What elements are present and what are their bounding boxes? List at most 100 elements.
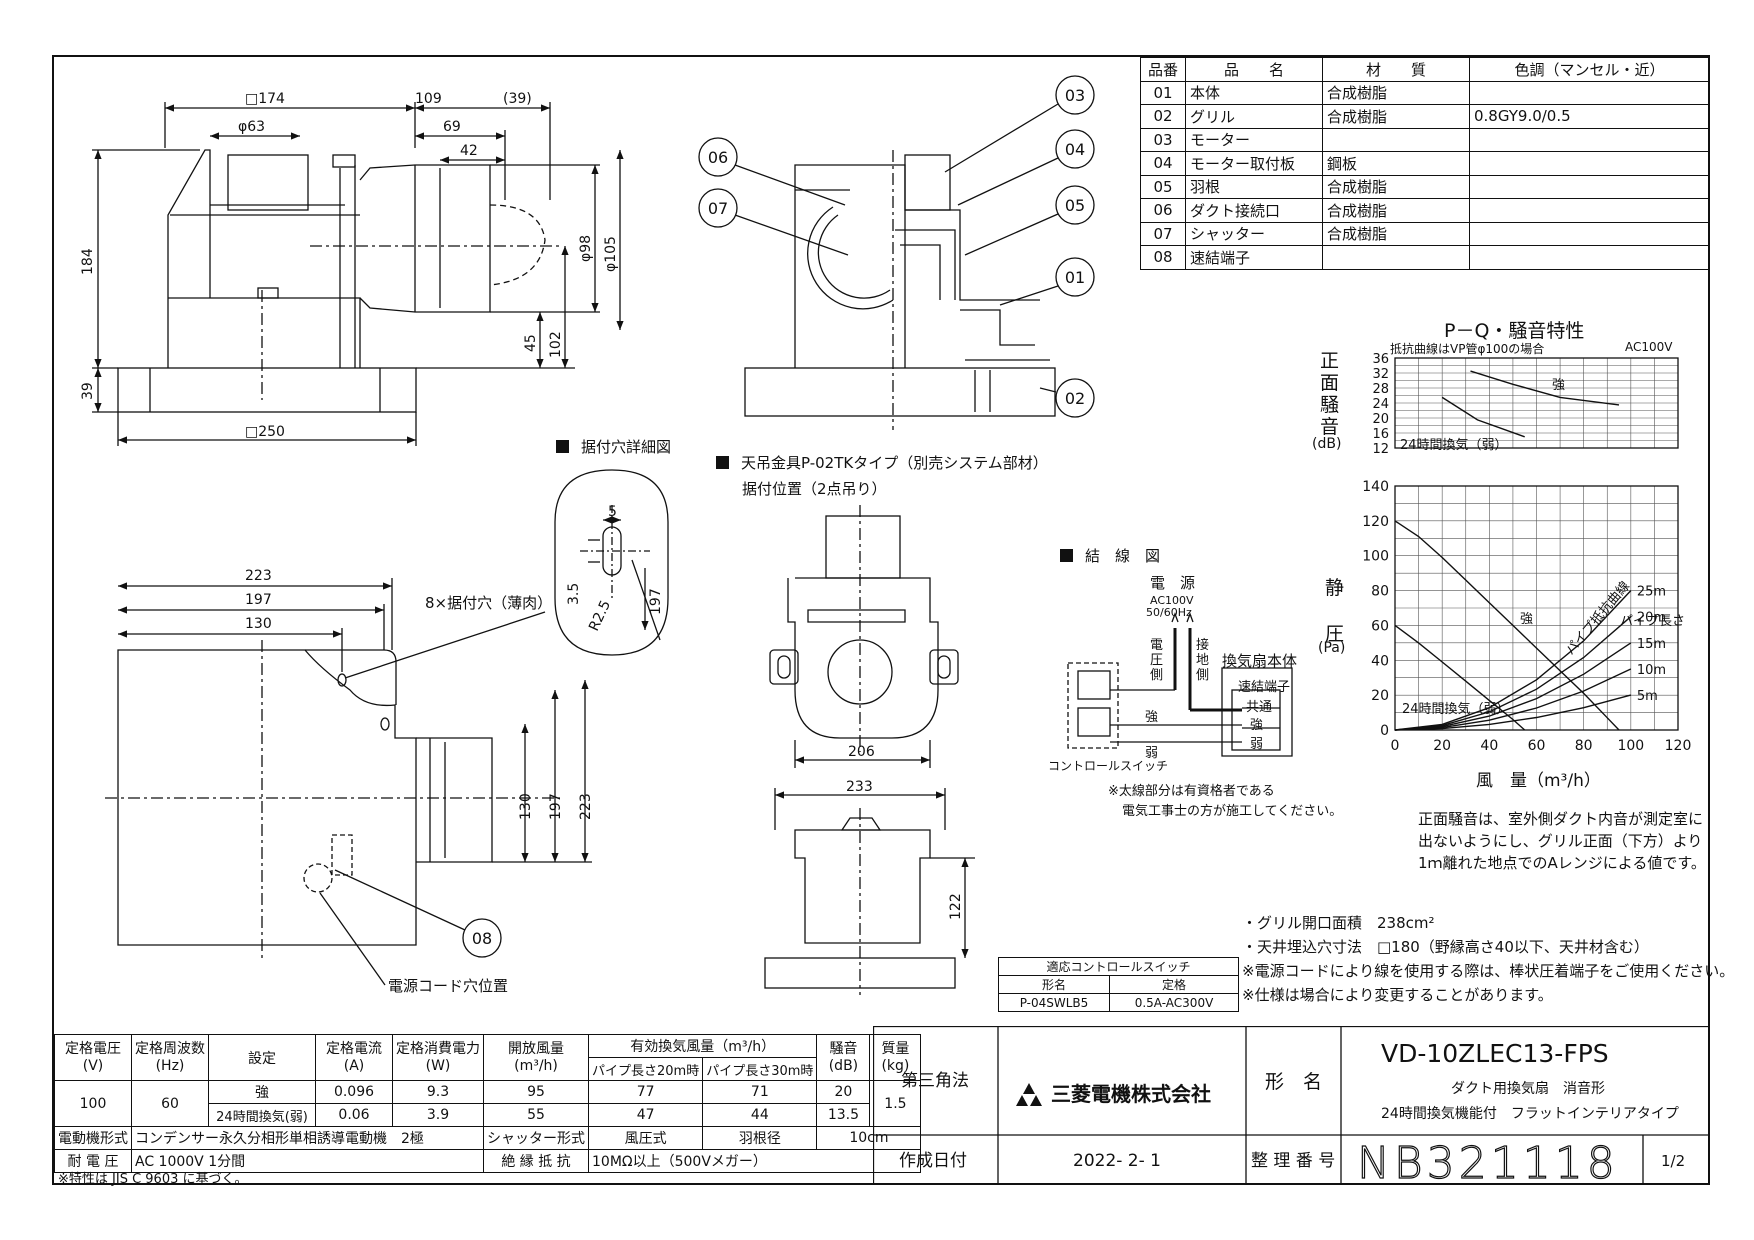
date-label: 作成日付 (899, 1151, 967, 1171)
spec-header: パイプ長さ20m時 (587, 1057, 704, 1081)
spec-open: 95 (483, 1080, 589, 1104)
model-desc: ダクト用換気扇 消音形 (1451, 1080, 1605, 1097)
model-number: VD-10ZLEC13-FPS (1381, 1039, 1609, 1068)
freq-label: 50/60Hz (1146, 606, 1192, 619)
spec-current: 0.096 (315, 1080, 393, 1104)
dim-label: 122 (948, 893, 964, 920)
spec-mass: 1.5 (869, 1080, 922, 1127)
noise-weak-label: 24時間換気（弱） (1400, 438, 1508, 453)
top-view (105, 578, 592, 986)
note-line: ※電源コードにより線を使用する際は、棒状圧着端子をご使用ください。 (1242, 962, 1735, 980)
spec-withstand: AC 1000V 1分間 (131, 1149, 484, 1173)
pq-yunit: (Pa) (1318, 640, 1346, 656)
dim-label: φ98 (578, 235, 594, 262)
number-label: 整 理 番 号 (1251, 1151, 1335, 1171)
dim-label: φ63 (238, 119, 265, 135)
hole-detail (554, 469, 669, 656)
spec-header: 開放風量 (508, 1040, 564, 1057)
pq-strong-label: 強 (1520, 612, 1534, 627)
drawing-number: NB321118 (1357, 1138, 1619, 1185)
dim-label: 206 (848, 744, 875, 760)
part-color: 0.8GY9.0/0.5 (1469, 104, 1710, 129)
terminal-strong: 強 (1250, 718, 1264, 733)
spec-header: 騒音 (829, 1040, 858, 1057)
callout-number: 06 (708, 148, 728, 167)
part-material (1322, 245, 1470, 270)
spec-voltage: 100 (54, 1080, 132, 1127)
y-tick-label: 20 (1371, 688, 1389, 704)
spec-insul-header: 絶 縁 抵 抗 (483, 1149, 589, 1173)
spec-unit: (Hz) (155, 1057, 185, 1074)
series-line (1441, 396, 1525, 438)
y-tick-label: 40 (1371, 653, 1389, 669)
model-label: 形 名 (1265, 1071, 1322, 1093)
part-color (1469, 174, 1710, 199)
side-view (92, 102, 624, 446)
pq-xlabel: 風 量（m³/h） (1476, 771, 1601, 791)
series-line (1394, 520, 1620, 731)
date-value: 2022- 2- 1 (1073, 1151, 1161, 1171)
y-tick-label: 24 (1372, 397, 1389, 412)
x-tick-label: 120 (1665, 738, 1692, 754)
part-name: シャッター (1185, 221, 1323, 246)
plot-frame (1394, 485, 1679, 731)
spec-header: パイプ長さ30m時 (702, 1057, 818, 1081)
pq-pipe-title: パイプ長さ (1620, 614, 1686, 629)
dim-label: 3.5 (566, 583, 582, 605)
dim-label: 233 (846, 779, 873, 795)
callouts (334, 75, 1095, 958)
callout-number: 02 (1065, 389, 1085, 408)
series-line (1470, 370, 1620, 406)
part-name: 本体 (1185, 80, 1323, 105)
dimension-labels: □174 φ63 109 (39) 69 42 φ98 φ105 184 45 … (80, 91, 964, 920)
power-label: 電 源 (1150, 574, 1196, 592)
note-line: ・グリル開口面積 238cm² (1242, 914, 1435, 932)
spec-header: 定格周波数 (135, 1040, 205, 1057)
dim-label: 42 (460, 143, 478, 159)
series-label: 25m (1637, 585, 1666, 600)
part-no: 05 (1140, 174, 1186, 199)
spec-header: 質量 (881, 1040, 910, 1057)
part-material: 鋼板 (1322, 151, 1470, 176)
part-color (1469, 80, 1710, 105)
switch-table-header: 形名 (998, 975, 1110, 994)
switch-table-header: 定格 (1109, 975, 1239, 994)
parts-header: 品 名 (1185, 57, 1323, 82)
page-number: 1/2 (1661, 1152, 1685, 1170)
spec-shutter-header: シャッター形式 (483, 1126, 589, 1150)
y-tick-label: 32 (1372, 367, 1389, 382)
spec-motor: コンデンサー永久分相形単相誘導電動機 2極 (131, 1126, 484, 1150)
chart-title: P－Q・騒音特性 (1444, 320, 1585, 342)
parts-header-row: 品番 品 名 材 質 色調（マンセル・近） (1140, 57, 1710, 82)
callout-number: 07 (708, 199, 728, 218)
dim-label: 45 (523, 334, 539, 352)
x-tick-label: 0 (1391, 738, 1400, 754)
y-tick-label: 36 (1372, 352, 1389, 367)
spec-open: 55 (483, 1103, 589, 1127)
series-label: 15m (1637, 637, 1666, 652)
dim-label: 197 (648, 588, 664, 615)
dim-label: (39) (503, 91, 532, 107)
series-line (1394, 642, 1632, 731)
parts-header: 品番 (1140, 57, 1186, 82)
chart-note: 正面騒音は、室外側ダクト内音が測定室に (1418, 810, 1704, 828)
dim-label: 109 (415, 91, 442, 107)
noise-yunit: (dB) (1312, 436, 1342, 452)
spec-unit: (dB) (828, 1057, 859, 1074)
cord-hole-label: 電源コード穴位置 (388, 977, 509, 995)
wiring-diagram (1067, 612, 1293, 757)
series-label: 5m (1637, 689, 1658, 704)
company-name: 三菱電機株式会社 (1051, 1082, 1211, 1106)
y-tick-label: 16 (1372, 427, 1389, 442)
x-tick-label: 80 (1575, 738, 1593, 754)
callout-labels: 03 04 05 01 06 07 02 08 (472, 86, 1085, 948)
callout-number: 03 (1065, 86, 1085, 105)
dim-label: 184 (80, 248, 96, 275)
switch-label: コントロールスイッチ (1048, 759, 1169, 773)
